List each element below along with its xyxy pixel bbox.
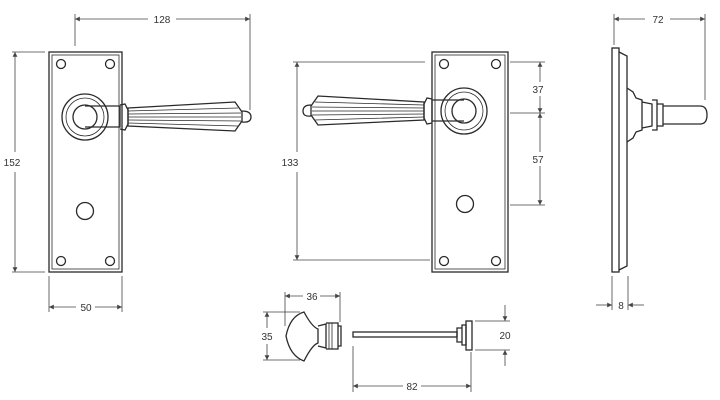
reverse-dimensions: 133 37 57	[282, 61, 545, 261]
dim-20: 20	[499, 331, 511, 342]
front-dimensions: 128 152 50	[4, 14, 251, 314]
front-view	[48, 51, 252, 273]
thumbturn	[285, 311, 342, 362]
thumbturn-dimensions: 36 35	[261, 292, 341, 361]
dim-57: 57	[532, 155, 544, 166]
spindle-dimensions: 20 82	[352, 305, 511, 393]
dim-36: 36	[306, 292, 318, 303]
dim-133: 133	[282, 158, 299, 169]
dim-37: 37	[532, 85, 544, 96]
dim-8: 8	[618, 301, 624, 312]
side-view	[611, 47, 708, 273]
side-dimensions: 72 8	[596, 14, 706, 312]
dim-82: 82	[406, 382, 418, 393]
dim-50: 50	[80, 303, 92, 314]
dim-35: 35	[261, 332, 273, 343]
dim-128: 128	[154, 15, 171, 26]
reverse-view	[302, 51, 509, 273]
dim-72: 72	[652, 15, 664, 26]
dim-152: 152	[4, 158, 21, 169]
release-spindle	[352, 320, 473, 351]
